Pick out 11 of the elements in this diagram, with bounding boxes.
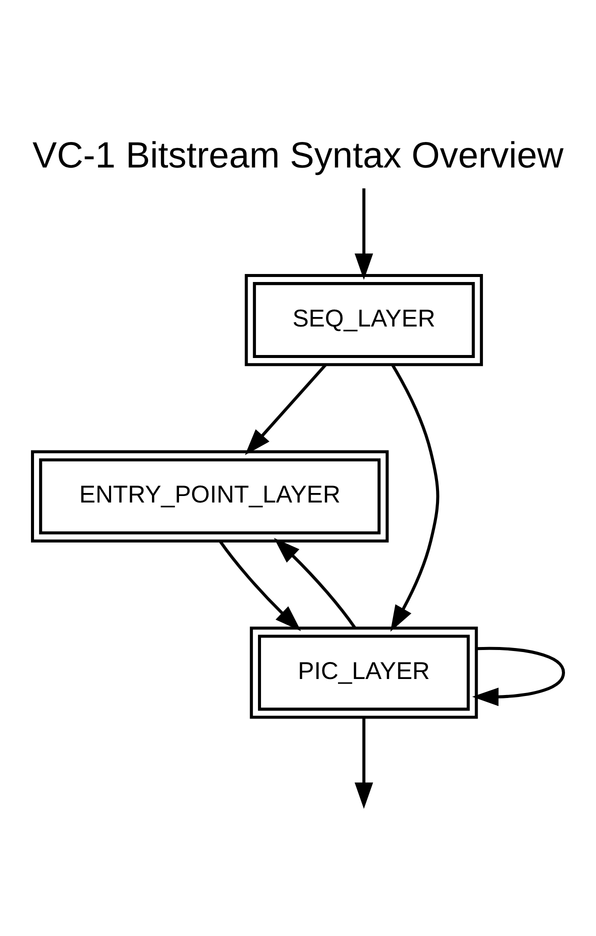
arrow: [274, 538, 356, 629]
diagram-title: VC-1 Bitstream Syntax Overview: [32, 134, 564, 176]
arrow: [354, 718, 374, 809]
node-box: PIC_LAYER: [250, 626, 478, 719]
arrow: [472, 646, 566, 706]
arrow: [244, 364, 327, 456]
node-box: ENTRY_POINT_LAYER: [30, 450, 389, 542]
arrow: [218, 540, 302, 632]
node-box: SEQ_LAYER: [244, 274, 483, 366]
arrow: [354, 188, 374, 280]
arrow: [390, 364, 440, 632]
